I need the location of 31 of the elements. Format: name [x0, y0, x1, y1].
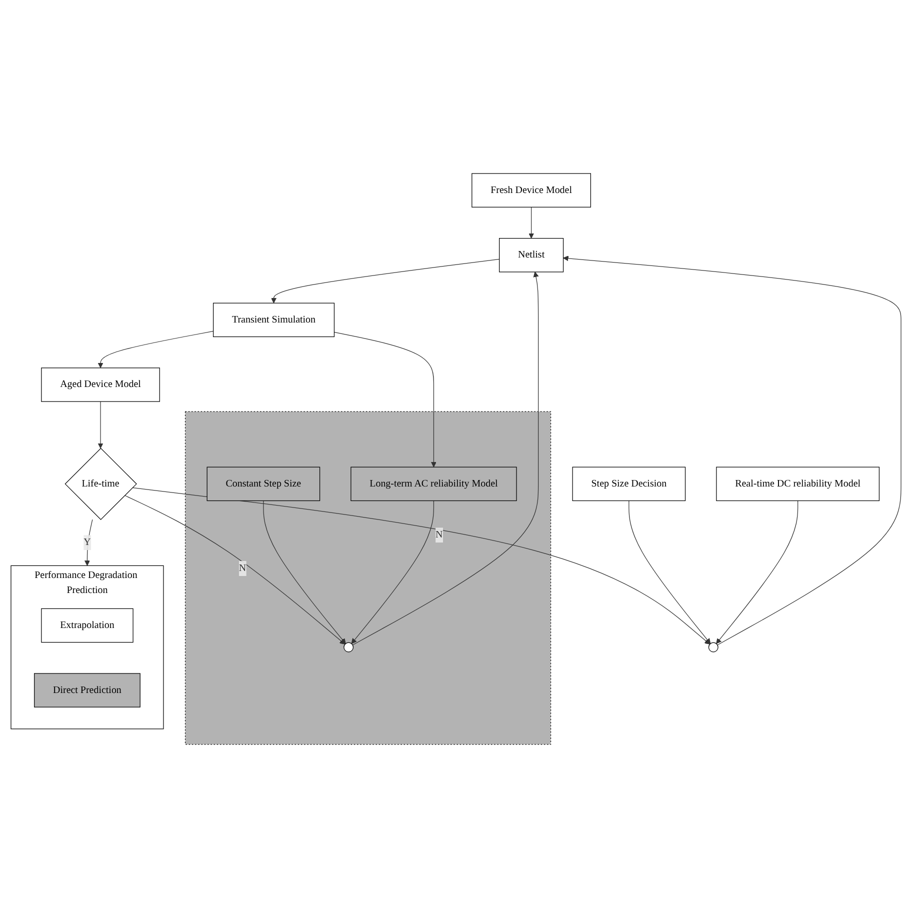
arrow	[528, 206, 534, 239]
edge-label: Y	[84, 537, 91, 548]
edge-label: N	[436, 530, 443, 540]
node-circle	[708, 642, 718, 652]
arrow	[716, 500, 798, 644]
node-box: Constant Step Size	[206, 466, 320, 502]
node-box: Fresh Device Model	[472, 173, 591, 208]
arrow	[352, 272, 539, 646]
node-box: Netlist	[499, 238, 564, 272]
node-box: Step Size Decision	[572, 466, 686, 502]
arrow	[98, 401, 104, 449]
arrow	[124, 495, 346, 645]
arrow	[98, 330, 214, 368]
node-box: Long-term AC reliability Model	[350, 466, 517, 502]
node-diamond: Life-time	[64, 448, 137, 520]
arrow	[263, 500, 346, 644]
arrow	[84, 519, 93, 566]
edge-label: N	[238, 562, 246, 574]
arrow	[628, 500, 711, 644]
arrow	[334, 332, 436, 468]
cluster	[184, 411, 552, 745]
node-box: Real-time DC reliability Model	[716, 466, 880, 502]
arrow	[351, 500, 434, 644]
node-box: Extrapolation	[41, 608, 134, 643]
node-box: Direct Prediction	[34, 673, 140, 708]
node-circle	[344, 642, 354, 652]
node-box: Aged Device Model	[41, 368, 160, 402]
node-box: Transient Simulation	[212, 302, 335, 338]
arrow	[271, 258, 500, 304]
arrow	[132, 487, 710, 645]
arrow	[563, 256, 902, 646]
